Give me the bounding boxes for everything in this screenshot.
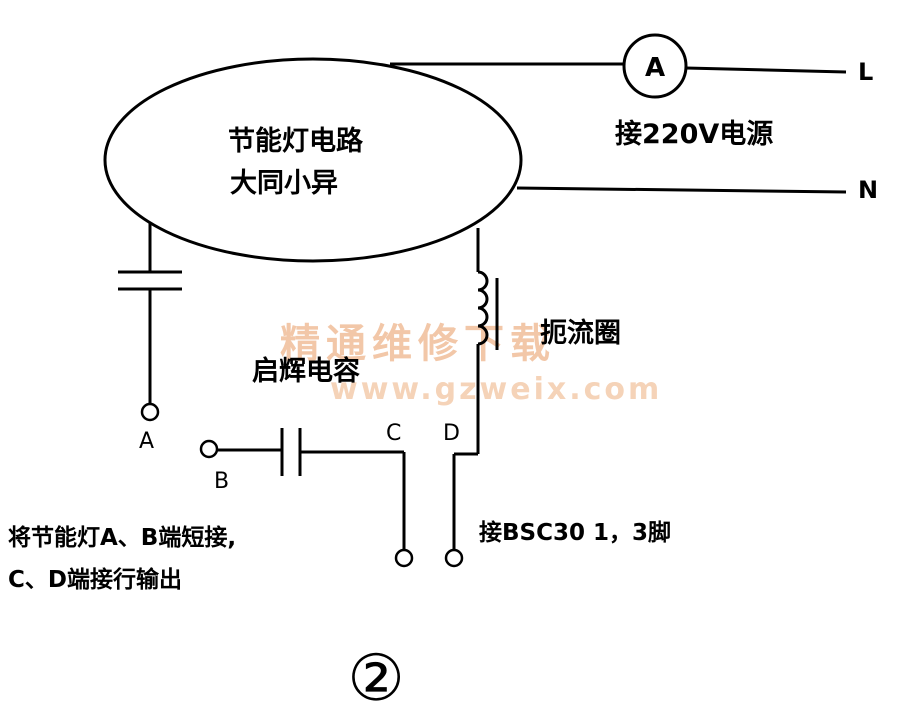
choke-label: 扼流圈 — [540, 318, 621, 349]
terminal-d — [444, 548, 464, 568]
pin-d-label: D — [443, 421, 460, 446]
watermark-text: 精通维修下载 — [280, 321, 556, 367]
neutral-wire — [516, 186, 847, 194]
choke-coil — [477, 270, 489, 346]
lamp-circuit-subtitle: 大同小异 — [230, 168, 338, 199]
power-label: 接220V电源 — [615, 119, 773, 150]
terminal-a — [140, 402, 160, 422]
pin-b-label: B — [214, 469, 229, 494]
ammeter-symbol — [622, 33, 688, 99]
figure-number: ② — [347, 642, 404, 716]
lamp-circuit-ellipse — [103, 57, 523, 263]
pin-c-label: C — [386, 421, 401, 446]
note-left-line2: C、D端接行输出 — [8, 566, 182, 593]
pin-a-label: A — [139, 429, 154, 454]
note-left-line1: 将节能灯A、B端短接, — [8, 524, 236, 551]
lamp-circuit-title: 节能灯电路 — [228, 125, 364, 157]
terminal-c — [394, 548, 414, 568]
note-right: 接BSC30 1，3脚 — [479, 520, 671, 546]
phase-wire-right — [685, 66, 847, 74]
phase-label: L — [858, 58, 873, 86]
watermark-url: www.gzweix.com — [330, 372, 662, 407]
neutral-label: N — [858, 176, 878, 204]
ammeter-label: A — [645, 53, 665, 83]
terminal-b — [199, 439, 219, 459]
starter-capacitor-label: 启辉电容 — [252, 355, 360, 387]
